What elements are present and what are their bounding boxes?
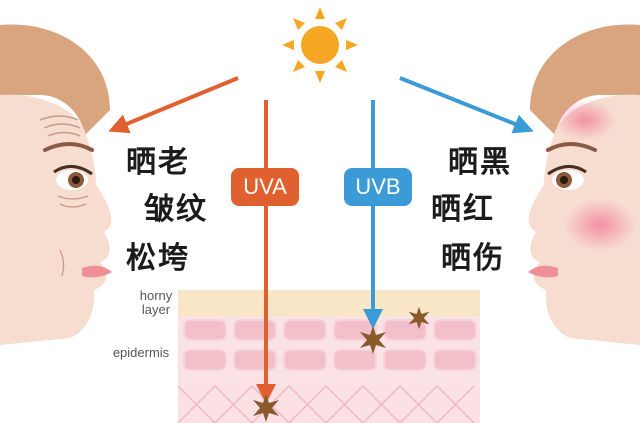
right-face-blush-cheek [564,199,636,251]
uva-effect-wrinkles: 皱纹 [144,192,208,227]
right-face-brow [546,142,597,152]
uvb-arrow-to-face [399,76,534,134]
uvb-effect-redness: 晒红 [431,192,495,227]
left-face-skin [0,94,112,345]
right-face-blush-top [555,100,615,140]
horny-layer-label: horny layer [132,289,180,317]
uva-effect-photoaging: 晒老 [126,145,190,180]
right-face-lips [528,265,558,278]
uva-label: UVA [231,168,299,206]
horny-layer [178,290,480,316]
left-face-aged [0,24,112,345]
epidermis-layer [178,316,480,386]
left-face-wrinkles [39,115,81,137]
right-face-hair [530,24,640,136]
uvb-effect-tanning: 晒黑 [448,145,512,180]
damage-star-icon [253,306,430,422]
uva-effect-sagging: 松垮 [126,241,190,276]
skin-cross-section [177,290,480,423]
left-face-lips [82,265,112,278]
uva-arrow-to-face [108,76,239,134]
right-face-burned [528,24,640,345]
dermis-layer [178,386,480,423]
dermis-fibers [177,385,475,423]
horny-layer-label-line1: horny [139,288,173,303]
uvb-effect-sunburn: 晒伤 [441,241,505,276]
left-face-hair [0,24,110,136]
sun-icon [282,7,358,83]
epidermis-label: epidermis [112,345,170,360]
uvb-label: UVB [344,168,412,206]
horny-layer-label-line2: layer [141,302,171,317]
left-face-brow [43,142,94,152]
